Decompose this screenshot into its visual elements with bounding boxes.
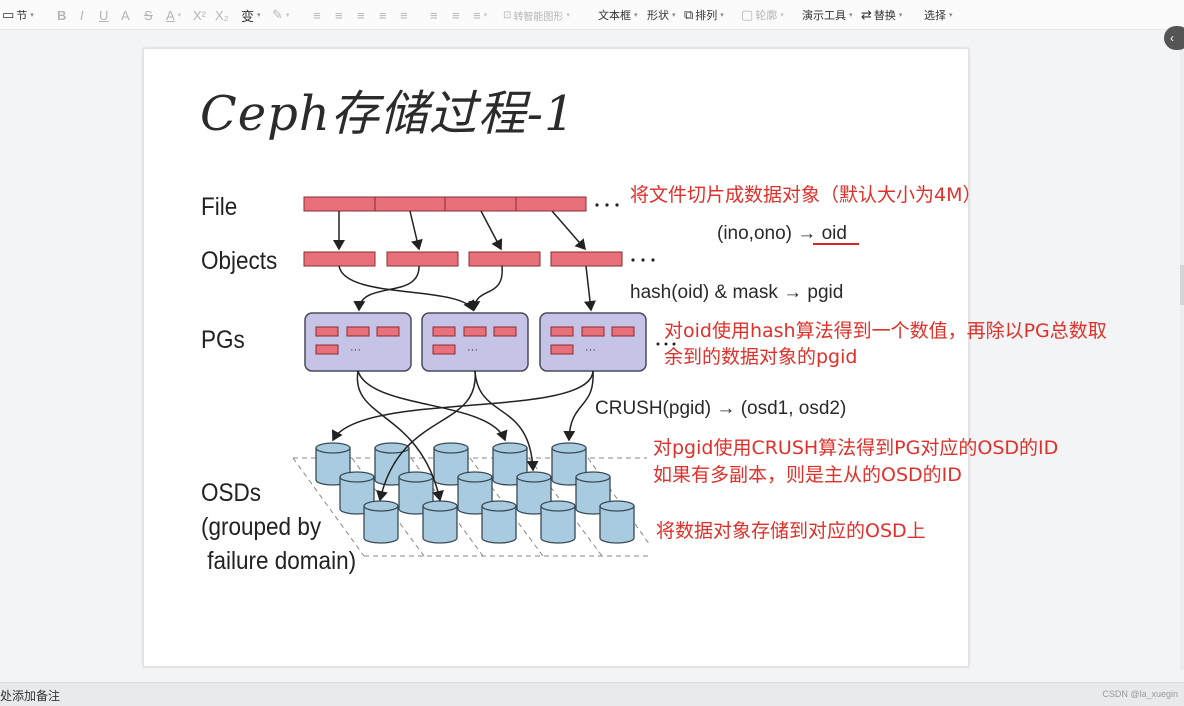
arrange-icon: ⧉ — [684, 7, 694, 22]
section-icon: ▭ — [2, 7, 15, 22]
slide-title[interactable]: Ceph存储过程-1 — [200, 86, 576, 142]
file-to-object-arrows — [333, 210, 586, 251]
bold-icon: B — [57, 7, 67, 23]
textbox-button[interactable]: 文本框▾ — [598, 10, 638, 22]
distribute-button[interactable]: ≡ — [400, 6, 408, 24]
align-center-button[interactable]: ≡ — [335, 6, 343, 24]
osd-disks — [315, 442, 635, 544]
line-spacing-icon: ≡ — [430, 7, 438, 23]
file-bar — [303, 196, 619, 212]
svg-text:···: ··· — [467, 344, 478, 356]
pgid-formula: hash(oid) & mask → pgid — [630, 282, 844, 303]
svg-text:···: ··· — [350, 344, 361, 356]
smartart-button[interactable]: ⊡转智能图形▾ — [503, 9, 570, 23]
replace-button[interactable]: ⇄替换▾ — [861, 7, 903, 22]
collapse-panel-button[interactable]: ‹ — [1164, 26, 1184, 50]
note-replicas[interactable]: 如果有多副本，则是主从的OSD的ID — [653, 464, 962, 486]
arrange-button[interactable]: ⧉排列▾ — [684, 7, 724, 22]
pg-to-osd-arrows — [332, 370, 594, 502]
justify-button[interactable]: ≡ — [379, 6, 387, 24]
pgs-label: PGs — [201, 326, 245, 354]
phonetic-guide-icon: 变 — [241, 8, 255, 24]
italic-button[interactable]: I — [80, 6, 84, 24]
subscript-icon: X₂ — [215, 7, 229, 23]
align-right-button[interactable]: ≡ — [357, 6, 365, 24]
distribute-icon: ≡ — [400, 7, 408, 23]
object-to-pg-arrows — [338, 265, 596, 312]
object-bars — [303, 251, 655, 267]
vertical-scrollbar[interactable] — [1180, 50, 1184, 670]
line-spacing-button[interactable]: ≡ — [430, 6, 438, 24]
phonetic-guide-button[interactable]: 变▾ — [241, 6, 261, 24]
file-label: File — [201, 193, 238, 221]
strikethrough-button[interactable]: S — [144, 6, 153, 24]
align-left-icon: ≡ — [313, 7, 321, 23]
align-left-button[interactable]: ≡ — [313, 6, 321, 24]
bullets-icon: ≡ — [452, 7, 460, 23]
watermark: CSDN @la_xuegin — [1102, 689, 1178, 699]
underline-icon: U — [99, 7, 109, 23]
chevron-left-icon: ‹ — [1170, 31, 1174, 45]
arrow-icon: → — [797, 223, 817, 244]
svg-text:···: ··· — [585, 344, 596, 356]
bullets-button[interactable]: ≡ — [452, 6, 460, 24]
notes-bar: 处添加备注 CSDN @la_xuegin — [0, 682, 1184, 706]
highlight-button[interactable]: ✎▾ — [272, 7, 290, 22]
osds-label: OSDs — [201, 479, 262, 507]
pg-boxes: ··· ··· ··· — [304, 312, 676, 372]
bold-button[interactable]: B — [57, 6, 66, 24]
align-center-icon: ≡ — [335, 7, 343, 23]
scrollbar-thumb[interactable] — [1180, 265, 1184, 305]
superscript-icon: X² — [193, 7, 206, 23]
text-shadow-button[interactable]: A — [121, 6, 130, 24]
superscript-button[interactable]: X² — [193, 6, 206, 24]
note-pgid-remainder[interactable]: 余到的数据对象的pgid — [664, 346, 858, 368]
italic-icon: I — [80, 7, 84, 23]
osds-failure-domain-label: failure domain) — [201, 547, 357, 575]
crush-formula: CRUSH(pgid) → (osd1, osd2) — [595, 398, 847, 419]
note-split-file[interactable]: 将文件切片成数据对象（默认大小为4M） — [630, 184, 982, 206]
replace-icon: ⇄ — [861, 7, 872, 22]
smartart-icon: ⊡ — [503, 9, 512, 21]
numbering-icon: ≡ — [473, 7, 481, 23]
note-store-osd[interactable]: 将数据对象存储到对应的OSD上 — [656, 520, 926, 542]
outline-button[interactable]: ▢轮廓▾ — [741, 7, 784, 22]
align-right-icon: ≡ — [357, 7, 365, 23]
subscript-button[interactable]: X₂ — [215, 6, 229, 24]
osds-grouped-label: (grouped by — [201, 513, 322, 541]
select-button[interactable]: 选择▾ — [924, 10, 953, 22]
add-notes-placeholder[interactable]: 处添加备注 — [0, 689, 61, 703]
note-hash-oid[interactable]: 对oid使用hash算法得到一个数值，再除以PG总数取 — [664, 320, 1107, 342]
outline-icon: ▢ — [741, 7, 754, 22]
section-button[interactable]: ▭ 节▾ — [2, 7, 34, 22]
justify-icon: ≡ — [379, 7, 387, 23]
oid-formula: (ino,ono) → oid — [717, 223, 847, 244]
objects-label: Objects — [201, 247, 278, 275]
font-color-icon: A — [166, 7, 175, 23]
note-crush-pgid[interactable]: 对pgid使用CRUSH算法得到PG对应的OSD的ID — [653, 437, 1059, 459]
presentation-tools-button[interactable]: 演示工具▾ — [802, 10, 853, 22]
strikethrough-icon: S — [144, 7, 153, 23]
shape-button[interactable]: 形状▾ — [647, 10, 676, 22]
underline-button[interactable]: U — [99, 6, 108, 24]
text-shadow-icon: A — [121, 7, 130, 23]
numbering-button[interactable]: ≡▾ — [473, 7, 488, 23]
font-color-button[interactable]: A▾ — [166, 7, 182, 23]
ribbon-toolbar: ▭ 节▾ B I U A S A▾ X² X₂ 变▾ ✎▾ ≡ ≡ ≡ ≡ ≡ … — [0, 0, 1184, 30]
highlight-icon: ✎ — [272, 7, 283, 22]
